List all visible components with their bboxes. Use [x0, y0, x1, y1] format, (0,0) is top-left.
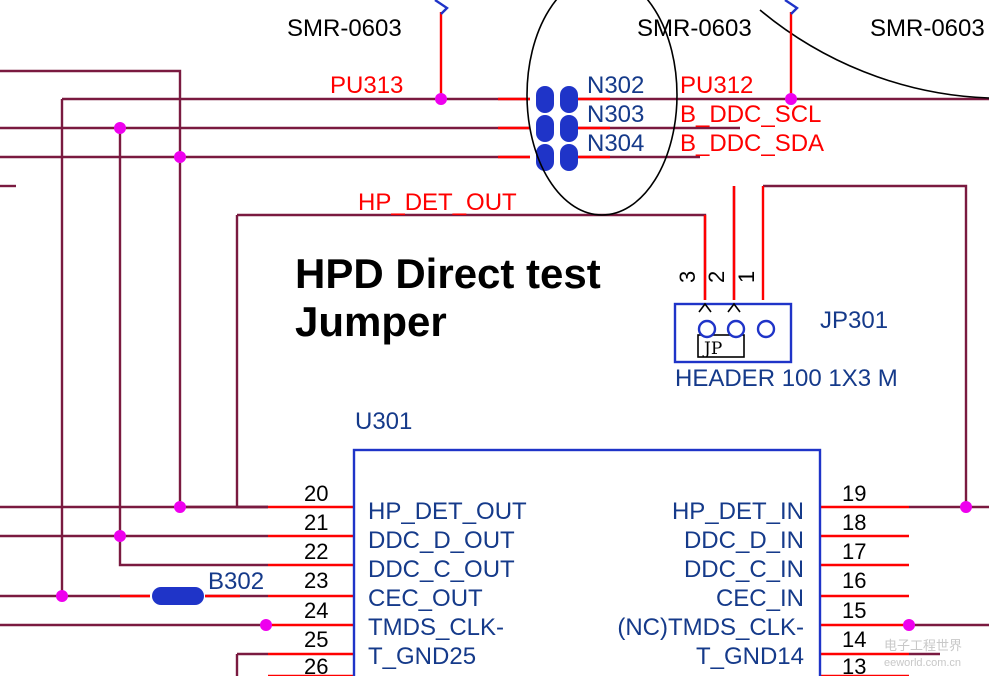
net-pu312: PU312 [680, 72, 753, 99]
smr-left-label: SMR-0603 [287, 15, 402, 42]
wire-jp-pin1 [763, 184, 968, 507]
net-hp-det-out: HP_DET_OUT [358, 189, 517, 216]
junction-row19 [960, 501, 972, 513]
u301-pin-name-17: DDC_C_IN [684, 556, 804, 583]
u301-pin-name-25: T_GND25 [368, 643, 476, 670]
u301-body [352, 448, 822, 676]
jp-pin-2-label: 2 [704, 271, 729, 283]
u301-pin-19: 19 [842, 481, 866, 506]
jp-pin-3-label: 3 [675, 271, 700, 283]
labels: SMR-0603 SMR-0603 SMR-0603 PU313 PU312 B… [208, 15, 985, 676]
smr-mid-terminal [784, 0, 799, 15]
annotation-ellipse [526, 0, 678, 216]
net-segments [120, 12, 909, 676]
u301-pin-26: 26 [304, 654, 328, 676]
bead-n303-b [560, 115, 578, 142]
wire-ddc-c [118, 128, 268, 567]
ref-n304: N304 [587, 130, 644, 157]
ref-n302: N302 [587, 72, 644, 99]
ferrite-bead-array [536, 86, 578, 171]
junction-dots [56, 93, 972, 631]
u301-pin-21: 21 [304, 510, 328, 535]
jumper-jp301 [673, 302, 793, 364]
jp301-description: HEADER 100 1X3 M [675, 365, 898, 392]
ref-b302: B302 [208, 568, 264, 595]
watermark-site: eeworld.com.cn [884, 657, 961, 669]
u301-pin-25: 25 [304, 627, 328, 652]
bead-left-leads [498, 97, 530, 159]
u301-pin-13: 13 [842, 654, 866, 676]
junction-scl [114, 122, 126, 134]
wire-ddc-d [0, 69, 268, 509]
u301-pin-name-22: DDC_C_OUT [368, 556, 515, 583]
u301-pin-name-19: HP_DET_IN [672, 498, 804, 525]
jp-pin-1-label: 1 [734, 271, 759, 283]
u301-left-stubs [268, 505, 354, 676]
annotation-curve [759, 9, 989, 99]
bead-n304-b [560, 144, 578, 171]
jumper-pin1 [756, 319, 776, 339]
u301-pin-name-18: DDC_D_IN [684, 527, 804, 554]
junction-pu313 [435, 93, 447, 105]
u301-pin-name-20: HP_DET_OUT [368, 498, 527, 525]
junction-row20 [174, 501, 186, 513]
jumper-pin2 [726, 319, 746, 339]
u301-pin-17: 17 [842, 539, 866, 564]
junction-sda [174, 151, 186, 163]
u301-pin-15: 15 [842, 598, 866, 623]
u301-pin-name-23: CEC_OUT [368, 585, 483, 612]
net-b-ddc-sda: B_DDC_SDA [680, 130, 824, 157]
wire-hp-det-out-left [235, 215, 268, 509]
u301-pin-22: 22 [304, 539, 328, 564]
u301-pin-16: 16 [842, 568, 866, 593]
jp-silk-label: JP [702, 339, 722, 359]
smr-right-label: SMR-0603 [870, 15, 985, 42]
wire-row-25 [235, 652, 268, 676]
u301-pin-23: 23 [304, 568, 328, 593]
smr-mid-label: SMR-0603 [637, 15, 752, 42]
u301-pin-14: 14 [842, 627, 866, 652]
bead-n302-b [560, 86, 578, 113]
u301-pin-name-15: (NC)TMDS_CLK- [617, 614, 804, 641]
jumper-pin3 [697, 319, 717, 339]
smr-left-terminal [434, 0, 449, 15]
junction-row15 [903, 619, 915, 631]
jumper-shunt-arrows [698, 302, 741, 313]
u301-pin-name-24: TMDS_CLK- [368, 614, 504, 641]
u301-pin-20: 20 [304, 481, 328, 506]
jumper-leads [703, 186, 765, 300]
ref-n303: N303 [587, 101, 644, 128]
junction-pu312 [785, 93, 797, 105]
u301-pin-name-16: CEC_IN [716, 585, 804, 612]
ref-u301: U301 [355, 408, 412, 435]
watermark-cn: 电子工程世界 [884, 638, 962, 653]
jumper-silk-box [697, 334, 745, 358]
bead-n302-a [536, 86, 554, 113]
bead-right-leads [578, 97, 610, 159]
bead-n303-a [536, 115, 554, 142]
net-b-ddc-scl: B_DDC_SCL [680, 101, 821, 128]
u301-pin-18: 18 [842, 510, 866, 535]
junction-row24 [260, 619, 272, 631]
net-pu313: PU313 [330, 72, 403, 99]
junction-row21 [114, 530, 126, 542]
junction-row23 [56, 590, 68, 602]
u301-pin-name-21: DDC_D_OUT [368, 527, 515, 554]
bead-b302 [152, 587, 204, 605]
u301-pin-name-14: T_GND14 [696, 643, 804, 670]
u301-right-stubs [820, 505, 909, 676]
u301-pin-24: 24 [304, 598, 328, 623]
title-line-1: HPD Direct test [295, 250, 601, 297]
title-line-2: Jumper [295, 298, 447, 345]
ref-jp301: JP301 [820, 307, 888, 334]
